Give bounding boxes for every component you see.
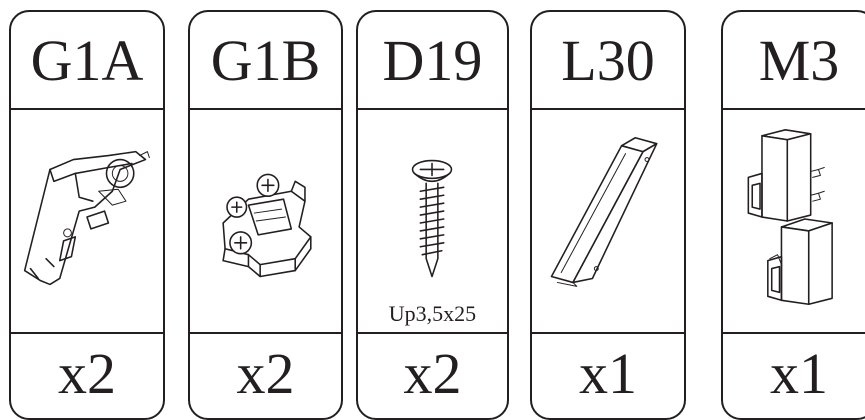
part-spec: Up3,5x25 xyxy=(358,302,507,326)
part-card-m3: M3 x1 xyxy=(721,10,865,420)
part-code: M3 xyxy=(723,12,865,110)
hinge-mounting-plate-icon xyxy=(190,110,341,332)
part-illustration xyxy=(723,110,865,334)
part-card-d19: D19 Up3,5x25 x2 xyxy=(356,10,509,420)
concealed-hinge-icon xyxy=(11,110,163,332)
part-code: G1A xyxy=(11,12,163,110)
part-code: D19 xyxy=(358,12,507,110)
part-illustration xyxy=(11,110,163,334)
part-card-g1a: G1A x2 xyxy=(9,10,165,420)
part-quantity: x2 xyxy=(11,334,163,414)
part-quantity: x2 xyxy=(190,334,341,414)
part-illustration xyxy=(190,110,341,334)
rail-bar-icon xyxy=(532,110,684,332)
part-card-g1b: G1B x2 xyxy=(188,10,343,420)
part-card-l30: L30 x1 xyxy=(530,10,686,420)
part-code: G1B xyxy=(190,12,341,110)
connector-blocks-icon xyxy=(723,110,865,332)
part-illustration xyxy=(532,110,684,334)
part-quantity: x1 xyxy=(723,334,865,414)
part-illustration: Up3,5x25 xyxy=(358,110,507,334)
part-code: L30 xyxy=(532,12,684,110)
part-quantity: x2 xyxy=(358,334,507,414)
screw-icon xyxy=(358,110,507,332)
part-quantity: x1 xyxy=(532,334,684,414)
